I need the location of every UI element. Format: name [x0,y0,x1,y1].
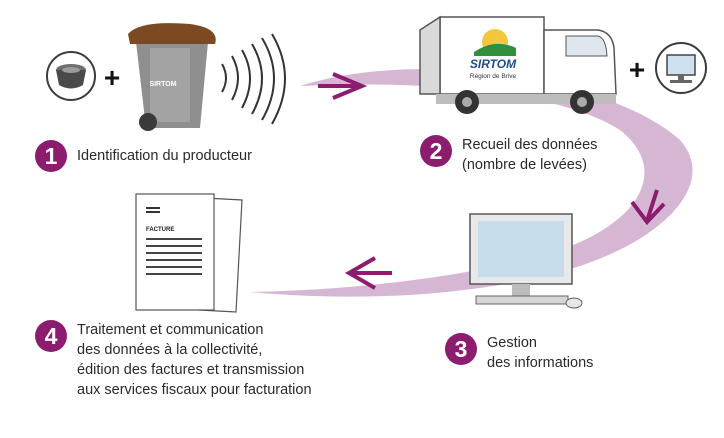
step-label-line: (nombre de levées) [462,157,587,173]
truck-subtitle-label: Région de Brive [470,73,517,80]
step-label-line: édition des factures et transmission [77,362,305,378]
invoice-heading: FACTURE [146,227,174,233]
arrow-right-icon [332,72,368,100]
step-number-badge: 2 [420,135,452,167]
step-4: 4 Traitement et communication des donnée… [35,320,312,400]
step-label: Identification du producteur [77,140,252,166]
arrow-down-icon [630,200,666,226]
radio-waves-icon [221,33,286,125]
arrow-down-shaft [645,189,659,222]
step-label-line: Identification du producteur [77,148,252,164]
step-3: 3 Gestion des informations [445,333,593,373]
step-1: 1 Identification du producteur [35,140,252,172]
step-label: Traitement et communication des données … [77,320,312,400]
step-label-line: Traitement et communication [77,322,264,338]
step-label-line: Gestion [487,335,537,351]
step-number-badge: 3 [445,333,477,365]
step-label-line: aux services fiscaux pour facturation [77,382,312,398]
step-label: Gestion des informations [487,333,593,373]
step-number-badge: 1 [35,140,67,172]
desktop-computer-icon [469,213,583,309]
plus-sign-2: + [629,54,645,85]
plus-sign-1: + [104,62,120,93]
arrow-left-icon [344,256,376,290]
step-number-badge: 4 [35,320,67,352]
computer-monitor-icon [655,42,707,94]
rfid-chip-icon [46,51,96,101]
step-label-line: des données à la collectivité, [77,342,263,358]
step-label: Recueil des données (nombre de levées) [462,135,597,175]
bin-brand-label: SIRTOM [149,81,176,88]
step-label-line: des informations [487,355,594,371]
step-2: 2 Recueil des données (nombre de levées) [420,135,597,175]
truck-brand-label: SIRTOM [470,57,517,71]
wheelie-bin-icon: SIRTOM [128,23,216,131]
invoice-document-icon: FACTURE [135,193,243,313]
step-label-line: Recueil des données [462,137,598,153]
truck-icon: SIRTOM Région de Brive [419,15,617,114]
